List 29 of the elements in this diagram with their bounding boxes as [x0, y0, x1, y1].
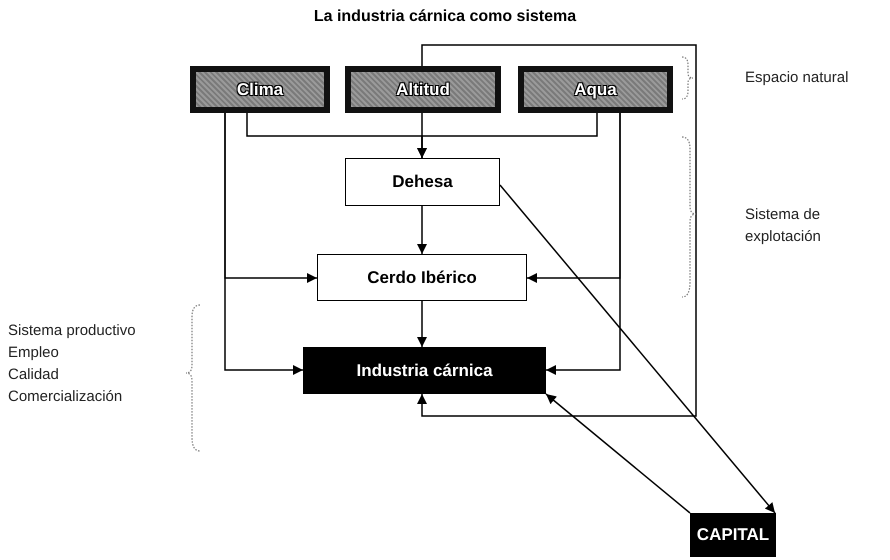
node-label: Dehesa [392, 172, 453, 192]
arrow [546, 393, 690, 514]
node-label: CAPITAL [696, 525, 770, 545]
factor-box [345, 66, 501, 113]
annotation-text: Comercialización [8, 387, 124, 407]
arrow [546, 113, 621, 375]
node-label: Cerdo Ibérico [367, 268, 477, 288]
factor-box [518, 66, 673, 113]
arrow [417, 113, 598, 158]
highlight-box [303, 347, 546, 394]
diagram-title: La industria cárnica como sistema [312, 8, 578, 26]
node-label: Clima [236, 80, 284, 100]
node-label: Aqua [574, 80, 617, 100]
annotation-text: Empleo [8, 343, 60, 363]
node-label: Altitud [396, 80, 450, 100]
arrow [417, 44, 697, 417]
annotation-text: Calidad [8, 365, 60, 385]
arrow [224, 113, 303, 375]
process-box [317, 254, 527, 301]
process-box [345, 158, 500, 206]
arrow [499, 184, 776, 514]
annotation-text: Espacio natural [745, 68, 850, 88]
arrow [417, 206, 427, 254]
factor-box [190, 66, 330, 113]
arrow [417, 301, 427, 347]
highlight-box [690, 513, 776, 557]
annotation-text: Sistema productivo [8, 321, 137, 341]
node-label: Industria cárnica [356, 360, 493, 380]
annotation-text: Sistema de explotación [745, 205, 822, 247]
